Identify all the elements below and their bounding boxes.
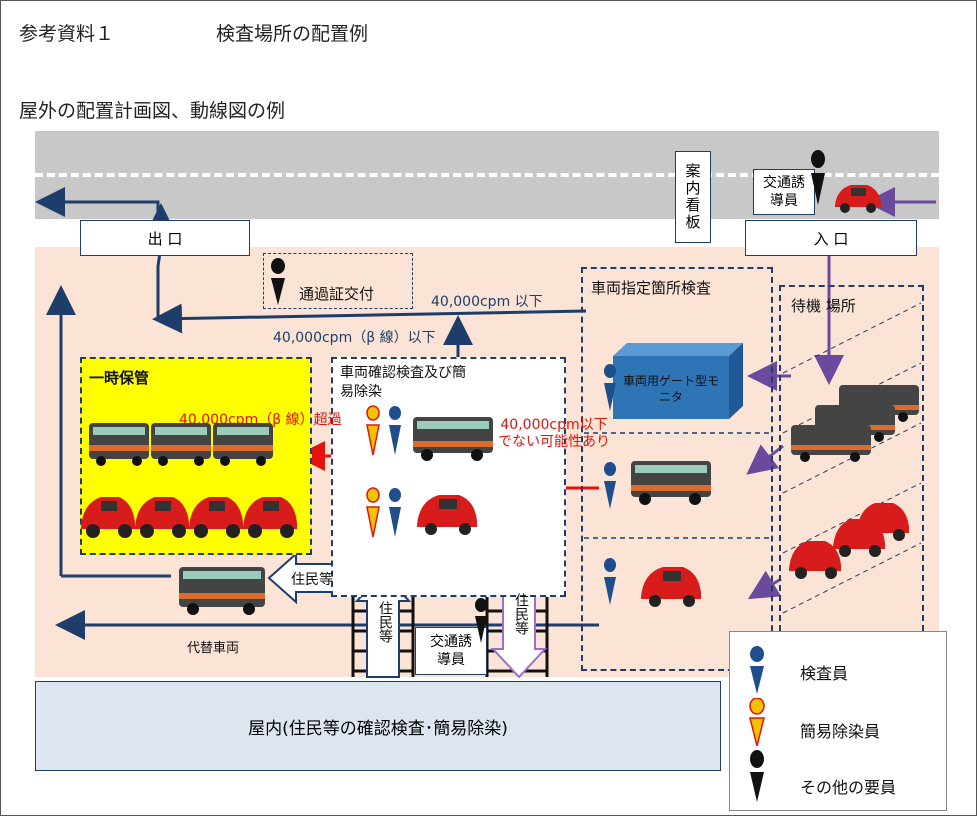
gate-monitor xyxy=(613,356,729,419)
bus-icon-group xyxy=(89,423,273,466)
inspector-icon xyxy=(604,558,616,605)
residents-vertical-label: 住民等 xyxy=(377,601,393,643)
waiting-car-group xyxy=(789,503,909,579)
page-title: 検査場所の配置例 xyxy=(216,23,369,45)
waiting-label: 待機 場所 xyxy=(791,297,856,315)
red-car-icon xyxy=(417,495,477,535)
gate-monitor-label: 車両用ゲート型モニタ xyxy=(623,374,720,404)
legend-label: 簡易除染員 xyxy=(800,722,881,741)
car-icon-group xyxy=(81,497,297,538)
other-staff-icon xyxy=(750,750,764,802)
waiting-zone xyxy=(779,285,924,671)
inner-traffic-guide-label: 交通誘導員 xyxy=(430,634,472,668)
other-staff-icon xyxy=(271,258,285,305)
traffic-guide-label: 交通誘導員 xyxy=(763,175,805,209)
exit-box: 出 口 xyxy=(80,220,250,256)
other-staff-icon xyxy=(475,598,487,643)
waiting-to-lane3-arrow xyxy=(747,570,782,600)
legend-label: その他の要員 xyxy=(800,778,897,797)
pass-issue-label: 通過証交付 xyxy=(299,285,375,303)
decon-staff-icon xyxy=(749,698,765,747)
confirm-decon-zone xyxy=(331,357,566,597)
waiting-bus-group xyxy=(791,385,919,462)
legend: 検査員 簡易除染員 その他の要員 xyxy=(729,631,947,811)
temp-storage-label: 一時保管 xyxy=(89,369,150,387)
bus-icon xyxy=(413,417,493,461)
indoor-area: 屋内(住民等の確認検査･簡易除染) xyxy=(35,681,721,771)
other-staff-icon xyxy=(811,150,825,205)
vehicle-check-zone xyxy=(581,267,773,671)
guide-sign-label: 案内看板 xyxy=(683,163,702,231)
indoor-label: 屋内(住民等の確認検査･簡易除染) xyxy=(248,718,508,739)
bus-icon xyxy=(631,461,711,505)
inspector-icon xyxy=(750,646,764,694)
red-car-icon xyxy=(835,185,881,213)
legend-label: 検査員 xyxy=(800,664,849,683)
exit-label: 出 口 xyxy=(147,229,183,248)
guide-sign: 案内看板 xyxy=(675,151,711,243)
alt-vehicle-label: 代替車両 xyxy=(187,641,240,656)
entrance-box: 入 口 xyxy=(745,220,917,256)
inspector-icon xyxy=(604,364,616,411)
entrance-label: 入 口 xyxy=(813,229,849,248)
vehicle-check-label: 車両指定箇所検査 xyxy=(591,279,712,297)
under-beta-label: 40,000cpm（β 線）以下 xyxy=(273,330,436,346)
inner-traffic-guide-box: 交通誘導員 xyxy=(415,627,487,675)
waiting-to-lane2-arrow xyxy=(746,444,784,475)
residents-vertical-label: 住民等 xyxy=(513,593,529,635)
decon-inspector-icons xyxy=(366,487,401,538)
traffic-guide-box: 交通誘導員 xyxy=(753,169,815,215)
pass-flow-arrow xyxy=(152,303,587,334)
road-center-line xyxy=(35,173,939,177)
maybe-over-label: 40,000cpm以下でない可能性あり xyxy=(498,417,610,450)
page-subtitle: 屋外の配置計画図、動線図の例 xyxy=(19,100,286,122)
decon-inspector-icons xyxy=(366,405,401,456)
under-cpm-label: 40,000cpm 以下 xyxy=(431,294,543,310)
bus-icon xyxy=(179,567,265,615)
residents-label: 住民等 xyxy=(291,572,333,588)
inspector-icon xyxy=(604,462,616,509)
pass-issue-zone xyxy=(263,253,413,309)
red-car-icon xyxy=(641,567,701,607)
reference-title: 参考資料１ xyxy=(19,23,115,45)
confirm-decon-label: 車両確認検査及び簡易除染 xyxy=(340,365,466,400)
